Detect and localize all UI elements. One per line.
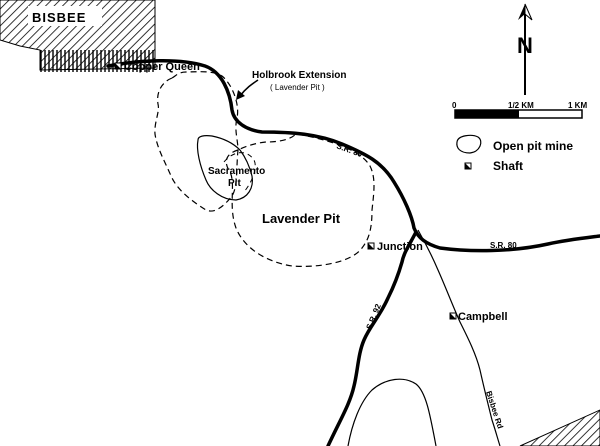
- scale-tick-half: 1/2 KM: [508, 101, 534, 110]
- bisbee-road: [417, 229, 501, 446]
- bisbee-town-area: [0, 0, 156, 72]
- junction-shaft-icon: [367, 242, 375, 250]
- town-label: BISBEE: [32, 10, 86, 25]
- holbrook-leader-arrow: [236, 79, 259, 100]
- north-arrow: [518, 3, 533, 95]
- legend-open-pit-label: Open pit mine: [493, 139, 573, 153]
- copper-queen-shaft-icon: [114, 62, 122, 70]
- scale-bar: [454, 109, 583, 119]
- state-route-80-road: [106, 59, 600, 253]
- campbell-shaft-icon: [449, 312, 457, 320]
- lavender-pit-outline: [225, 133, 375, 267]
- scale-tick-full: 1 KM: [568, 101, 587, 110]
- holbrook-extension-label: Holbrook Extension: [252, 70, 346, 81]
- campbell-label: Campbell: [458, 311, 508, 323]
- lavender-pit-label: Lavender Pit: [262, 211, 341, 226]
- bottom-right-town-area: [519, 409, 600, 446]
- sr80-label-upper: S.R. 80: [335, 141, 364, 159]
- legend-open-pit-icon: [456, 134, 482, 154]
- minor-road: [347, 378, 437, 446]
- state-route-92-road: [326, 230, 418, 446]
- junction-label: Junction: [377, 241, 423, 253]
- sacramento-pit-inner: [223, 152, 256, 193]
- holbrook-subtitle-label: ( Lavender Pit ): [270, 83, 325, 92]
- legend-shaft-icon: [464, 162, 472, 170]
- copper-queen-label: Copper Queen: [124, 61, 200, 73]
- bisbee-rd-label: Bisbee Rd: [484, 390, 505, 430]
- sacramento-pit-label-line1: Sacramento: [208, 166, 265, 177]
- sr80-label-right: S.R. 80: [490, 241, 517, 250]
- legend-shaft-label: Shaft: [493, 159, 523, 173]
- sacramento-pit-outline: [196, 135, 253, 201]
- north-label: N: [517, 33, 533, 58]
- sr92-label: S.R. 92: [365, 302, 384, 331]
- holbrook-extension-outline: [154, 71, 239, 212]
- sacramento-pit-label-line2: Pit: [228, 178, 241, 189]
- scale-tick-zero: 0: [452, 101, 457, 110]
